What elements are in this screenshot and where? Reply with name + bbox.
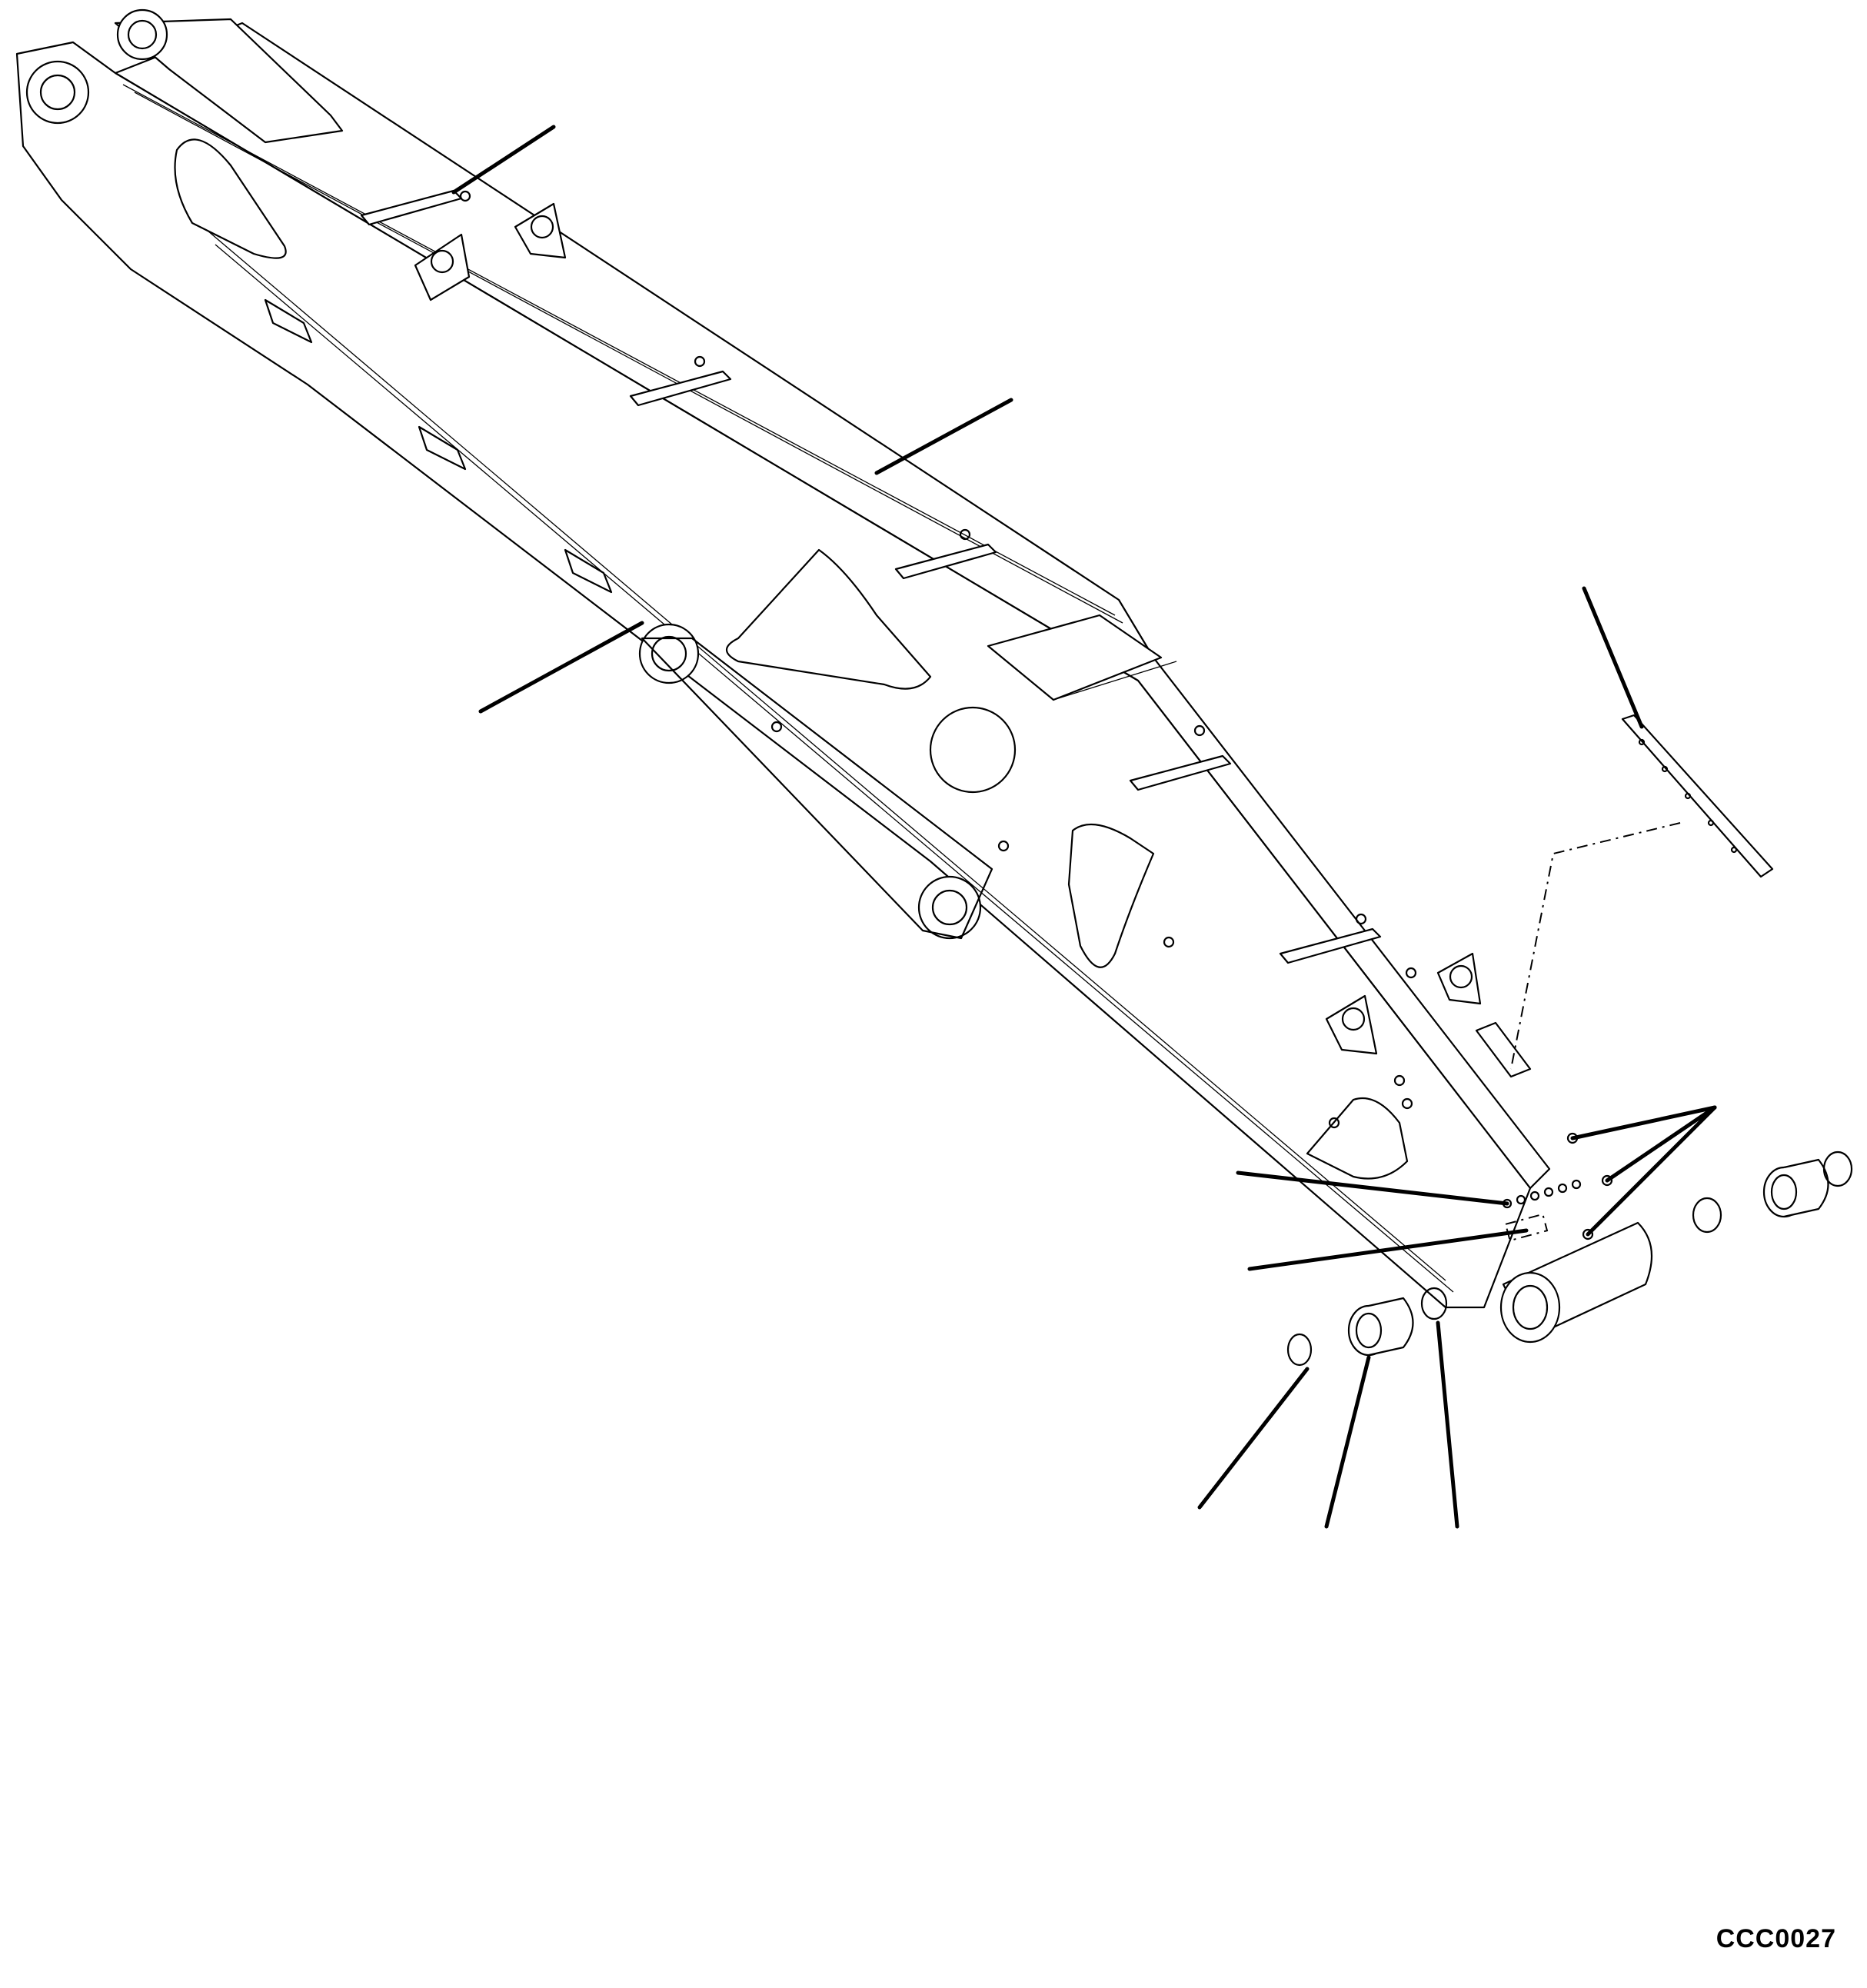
leader-lines: [451, 125, 1717, 1529]
bushing-left-group: [1286, 1287, 1448, 1367]
bushing-right-group: [1692, 1151, 1853, 1234]
arm-body: [15, 8, 1653, 1344]
detached-plate: [1510, 714, 1774, 1070]
drawing-code: CCC0027: [1716, 1924, 1836, 1953]
bolts: [459, 190, 1417, 1129]
wear-pads: [360, 189, 1382, 964]
